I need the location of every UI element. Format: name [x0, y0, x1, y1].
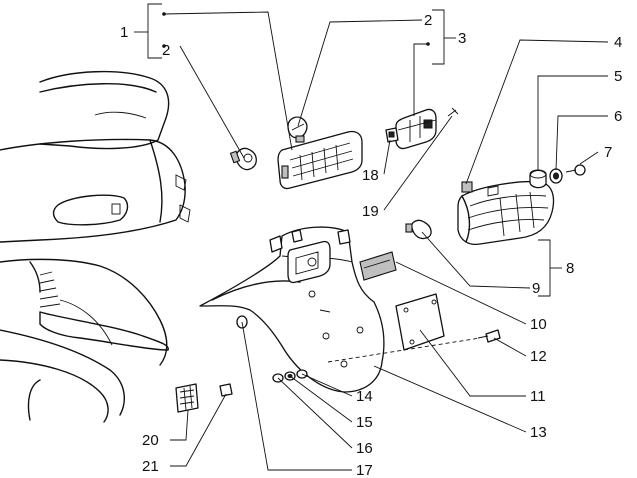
callout-8: 8 [566, 260, 574, 277]
callout-13: 13 [530, 424, 547, 441]
callout-9: 9 [532, 280, 540, 297]
socket-5 [529, 169, 547, 189]
bulb-left [229, 147, 257, 171]
callout-19: 19 [362, 203, 379, 220]
callout-3: 3 [458, 30, 466, 47]
callout-16: 16 [356, 440, 373, 457]
screw-19 [447, 107, 459, 117]
turn-signal-lens [457, 180, 555, 246]
bulb-top [287, 116, 308, 143]
callout-1: 1 [120, 24, 128, 41]
scooter-body-outline [0, 70, 191, 423]
callout-11: 11 [530, 388, 546, 405]
bulb-9 [405, 219, 432, 240]
callout-14: 14 [356, 388, 373, 405]
callout-12: 12 [530, 348, 547, 365]
callout-5: 5 [614, 68, 622, 85]
reflector-20 [175, 383, 199, 413]
lamp-bracket [395, 108, 437, 150]
callout-17: 17 [356, 462, 373, 478]
rear-shield [199, 226, 385, 393]
callout-10: 10 [530, 316, 547, 333]
reflector-10 [359, 251, 397, 281]
clip-21 [219, 383, 233, 397]
license-plate-11 [395, 293, 445, 351]
callout-20: 20 [142, 432, 159, 449]
screw-7 [565, 164, 586, 176]
callout-4: 4 [614, 34, 622, 51]
leader-lines [134, 3, 609, 471]
screw-12 [477, 329, 501, 343]
clip-18 [385, 127, 399, 143]
callout-2-right: 2 [424, 12, 432, 29]
grommet-6 [549, 168, 563, 184]
rear-light-lens [277, 130, 363, 190]
callout-21: 21 [142, 458, 159, 475]
callout-7: 7 [604, 144, 612, 161]
callout-2-left: 2 [162, 42, 170, 59]
callout-6: 6 [614, 108, 622, 125]
callout-18: 18 [362, 167, 379, 184]
callout-numbers: 1 2 2 3 4 5 6 7 8 9 10 11 12 13 14 15 16… [120, 12, 622, 478]
callout-15: 15 [356, 414, 373, 431]
